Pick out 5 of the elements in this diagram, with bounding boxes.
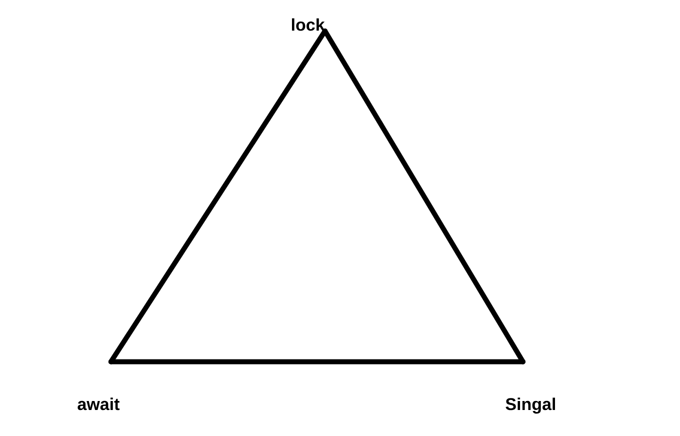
vertex-label: Singal bbox=[506, 398, 555, 414]
triangle-side bbox=[108, 359, 526, 364]
vertex-label: await bbox=[78, 398, 120, 410]
triangle-side bbox=[322, 28, 526, 364]
vertex-label: lock bbox=[292, 18, 325, 31]
